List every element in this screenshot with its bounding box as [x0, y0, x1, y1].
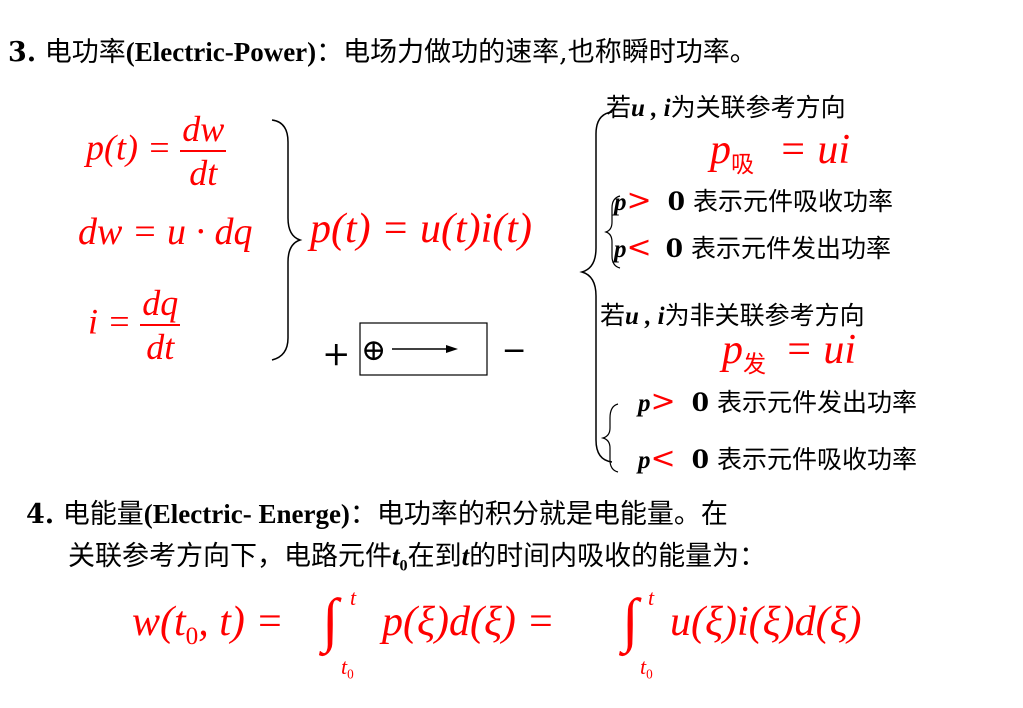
section3-title-en: (Electric-Power)	[125, 37, 317, 67]
section4-line2: 关联参考方向下，电路元件t0在到t的时间内吸收的能量为：	[68, 534, 766, 576]
integral-sign-2: ∫	[622, 587, 639, 653]
section4-t: t	[461, 541, 470, 571]
section4-line2-a: 关联参考方向下，电路元件	[68, 541, 392, 572]
formula-i: i =	[88, 301, 132, 342]
section4-line1: 4. 电能量(Electric- Energe)：电功率的积分就是电能量。在	[26, 492, 728, 531]
minus-sign: ─	[505, 334, 524, 369]
formula-p-of-t: p(t) =	[86, 127, 172, 168]
section4-title-en: (Electric- Energe)	[143, 499, 350, 529]
formula-dw-udq: dw = u · dq	[78, 211, 253, 253]
section4-t0: t	[392, 541, 400, 571]
row-value: 0	[667, 187, 685, 216]
row-symbol: p	[638, 447, 651, 474]
row-text: 表示元件吸收功率	[716, 445, 917, 474]
plus-sign: +	[322, 334, 351, 374]
integral-lower-2: t0	[640, 654, 653, 683]
small-brace	[600, 403, 619, 473]
integral-upper-2: t	[648, 585, 655, 610]
section3-number: 3.	[8, 37, 37, 68]
condition-suffix: 为非关联参考方向	[664, 301, 865, 330]
integral-upper-1: t	[350, 585, 357, 610]
formula-p-dw-dt: p(t) = dw dt	[86, 108, 227, 194]
fraction-bar	[180, 150, 227, 152]
left-brace	[579, 111, 613, 463]
arrow-head-icon	[446, 345, 458, 353]
row-value: 0	[691, 445, 709, 474]
formula-p: p	[710, 127, 731, 173]
formula-rhs: = ui	[778, 127, 851, 173]
small-brace	[604, 195, 621, 269]
section3-definition: 电场力做功的速率,也称瞬时功率。	[343, 37, 757, 68]
section3-colon: ：	[316, 37, 344, 68]
energy-lhs: w(t	[132, 599, 186, 645]
condition-vars: u , i	[625, 303, 665, 330]
energy-lhs-end: , t) =	[198, 599, 284, 645]
section3-heading: 3. 电功率(Electric-Power)：电场力做功的速率,也称瞬时功率。	[8, 30, 757, 69]
fraction-dw-dt: dw dt	[180, 108, 227, 194]
energy-formula: w(t0, t) =	[132, 598, 284, 651]
condition-suffix: 为关联参考方向	[670, 93, 846, 122]
energy-lhs-sub: 0	[185, 622, 199, 650]
formula-p: p	[722, 327, 743, 373]
formula-p-ui: p(t) = u(t)i(t)	[310, 206, 532, 252]
row-text: 表示元件吸收功率	[692, 187, 893, 216]
formula-sub-absorb: 吸	[731, 152, 755, 179]
row-value: 0	[665, 234, 683, 263]
row-operator: >	[626, 183, 652, 218]
fraction-denominator: dt	[189, 153, 218, 193]
section4-line2-c: 的时间内吸收的能量为：	[469, 541, 767, 572]
circle-plus-icon: ⊕	[361, 333, 387, 368]
integral-sign-1: ∫	[322, 587, 339, 653]
right-brace	[271, 119, 303, 361]
row-symbol: p	[614, 236, 627, 263]
section4-line2-b: 在到	[407, 541, 462, 572]
fraction-denominator: dt	[146, 327, 175, 367]
formula-p-emit: p发 = ui	[722, 326, 856, 379]
associated-row-positive: p> 0 表示元件吸收功率	[614, 182, 893, 218]
row-text: 表示元件发出功率	[716, 388, 917, 417]
integral-lower-sub: 0	[347, 666, 354, 682]
condition-prefix: 若	[600, 301, 626, 330]
integral-lower-var: t	[640, 654, 647, 679]
condition-prefix: 若	[606, 93, 632, 122]
fraction-bar	[140, 324, 181, 326]
fraction-dq-dt: dq dt	[140, 282, 181, 368]
associated-row-negative: p< 0 表示元件发出功率	[614, 229, 891, 265]
row-symbol: p	[614, 189, 627, 216]
section4-number: 4.	[26, 499, 55, 530]
row-operator: <	[626, 230, 652, 265]
energy-integrand-1: p(ξ)d(ξ) =	[382, 599, 555, 645]
non-associated-condition: 若u , i为非关联参考方向	[600, 296, 865, 332]
associated-condition: 若u , i为关联参考方向	[606, 88, 846, 124]
non-associated-row-positive: p> 0 表示元件发出功率	[638, 383, 917, 419]
section4-title-cn: 电能量	[62, 499, 144, 530]
fraction-numerator: dq	[142, 283, 179, 323]
row-operator: <	[650, 441, 676, 476]
formula-sub-emit: 发	[743, 352, 767, 379]
integral-lower-sub: 0	[646, 666, 653, 682]
formula-rhs: = ui	[784, 327, 857, 373]
fraction-numerator: dw	[182, 109, 225, 149]
condition-vars: u , i	[631, 95, 671, 122]
row-symbol: p	[638, 390, 651, 417]
row-text: 表示元件发出功率	[690, 234, 891, 263]
integral-lower-var: t	[341, 654, 348, 679]
section3-title-cn: 电功率	[44, 37, 126, 68]
row-operator: >	[650, 384, 676, 419]
integral-lower-1: t0	[341, 654, 354, 683]
section4-t0-sub: 0	[399, 556, 408, 575]
element-box	[359, 322, 488, 376]
formula-p-absorb: p吸 = ui	[710, 126, 850, 179]
formula-i-dq-dt: i = dq dt	[88, 282, 181, 368]
energy-integrand-2: u(ξ)i(ξ)d(ξ)	[670, 599, 862, 645]
non-associated-row-negative: p< 0 表示元件吸收功率	[638, 440, 917, 476]
section4-colon: ：	[349, 499, 377, 530]
row-value: 0	[691, 388, 709, 417]
section4-line1-text: 电功率的积分就是电能量。在	[376, 499, 728, 530]
